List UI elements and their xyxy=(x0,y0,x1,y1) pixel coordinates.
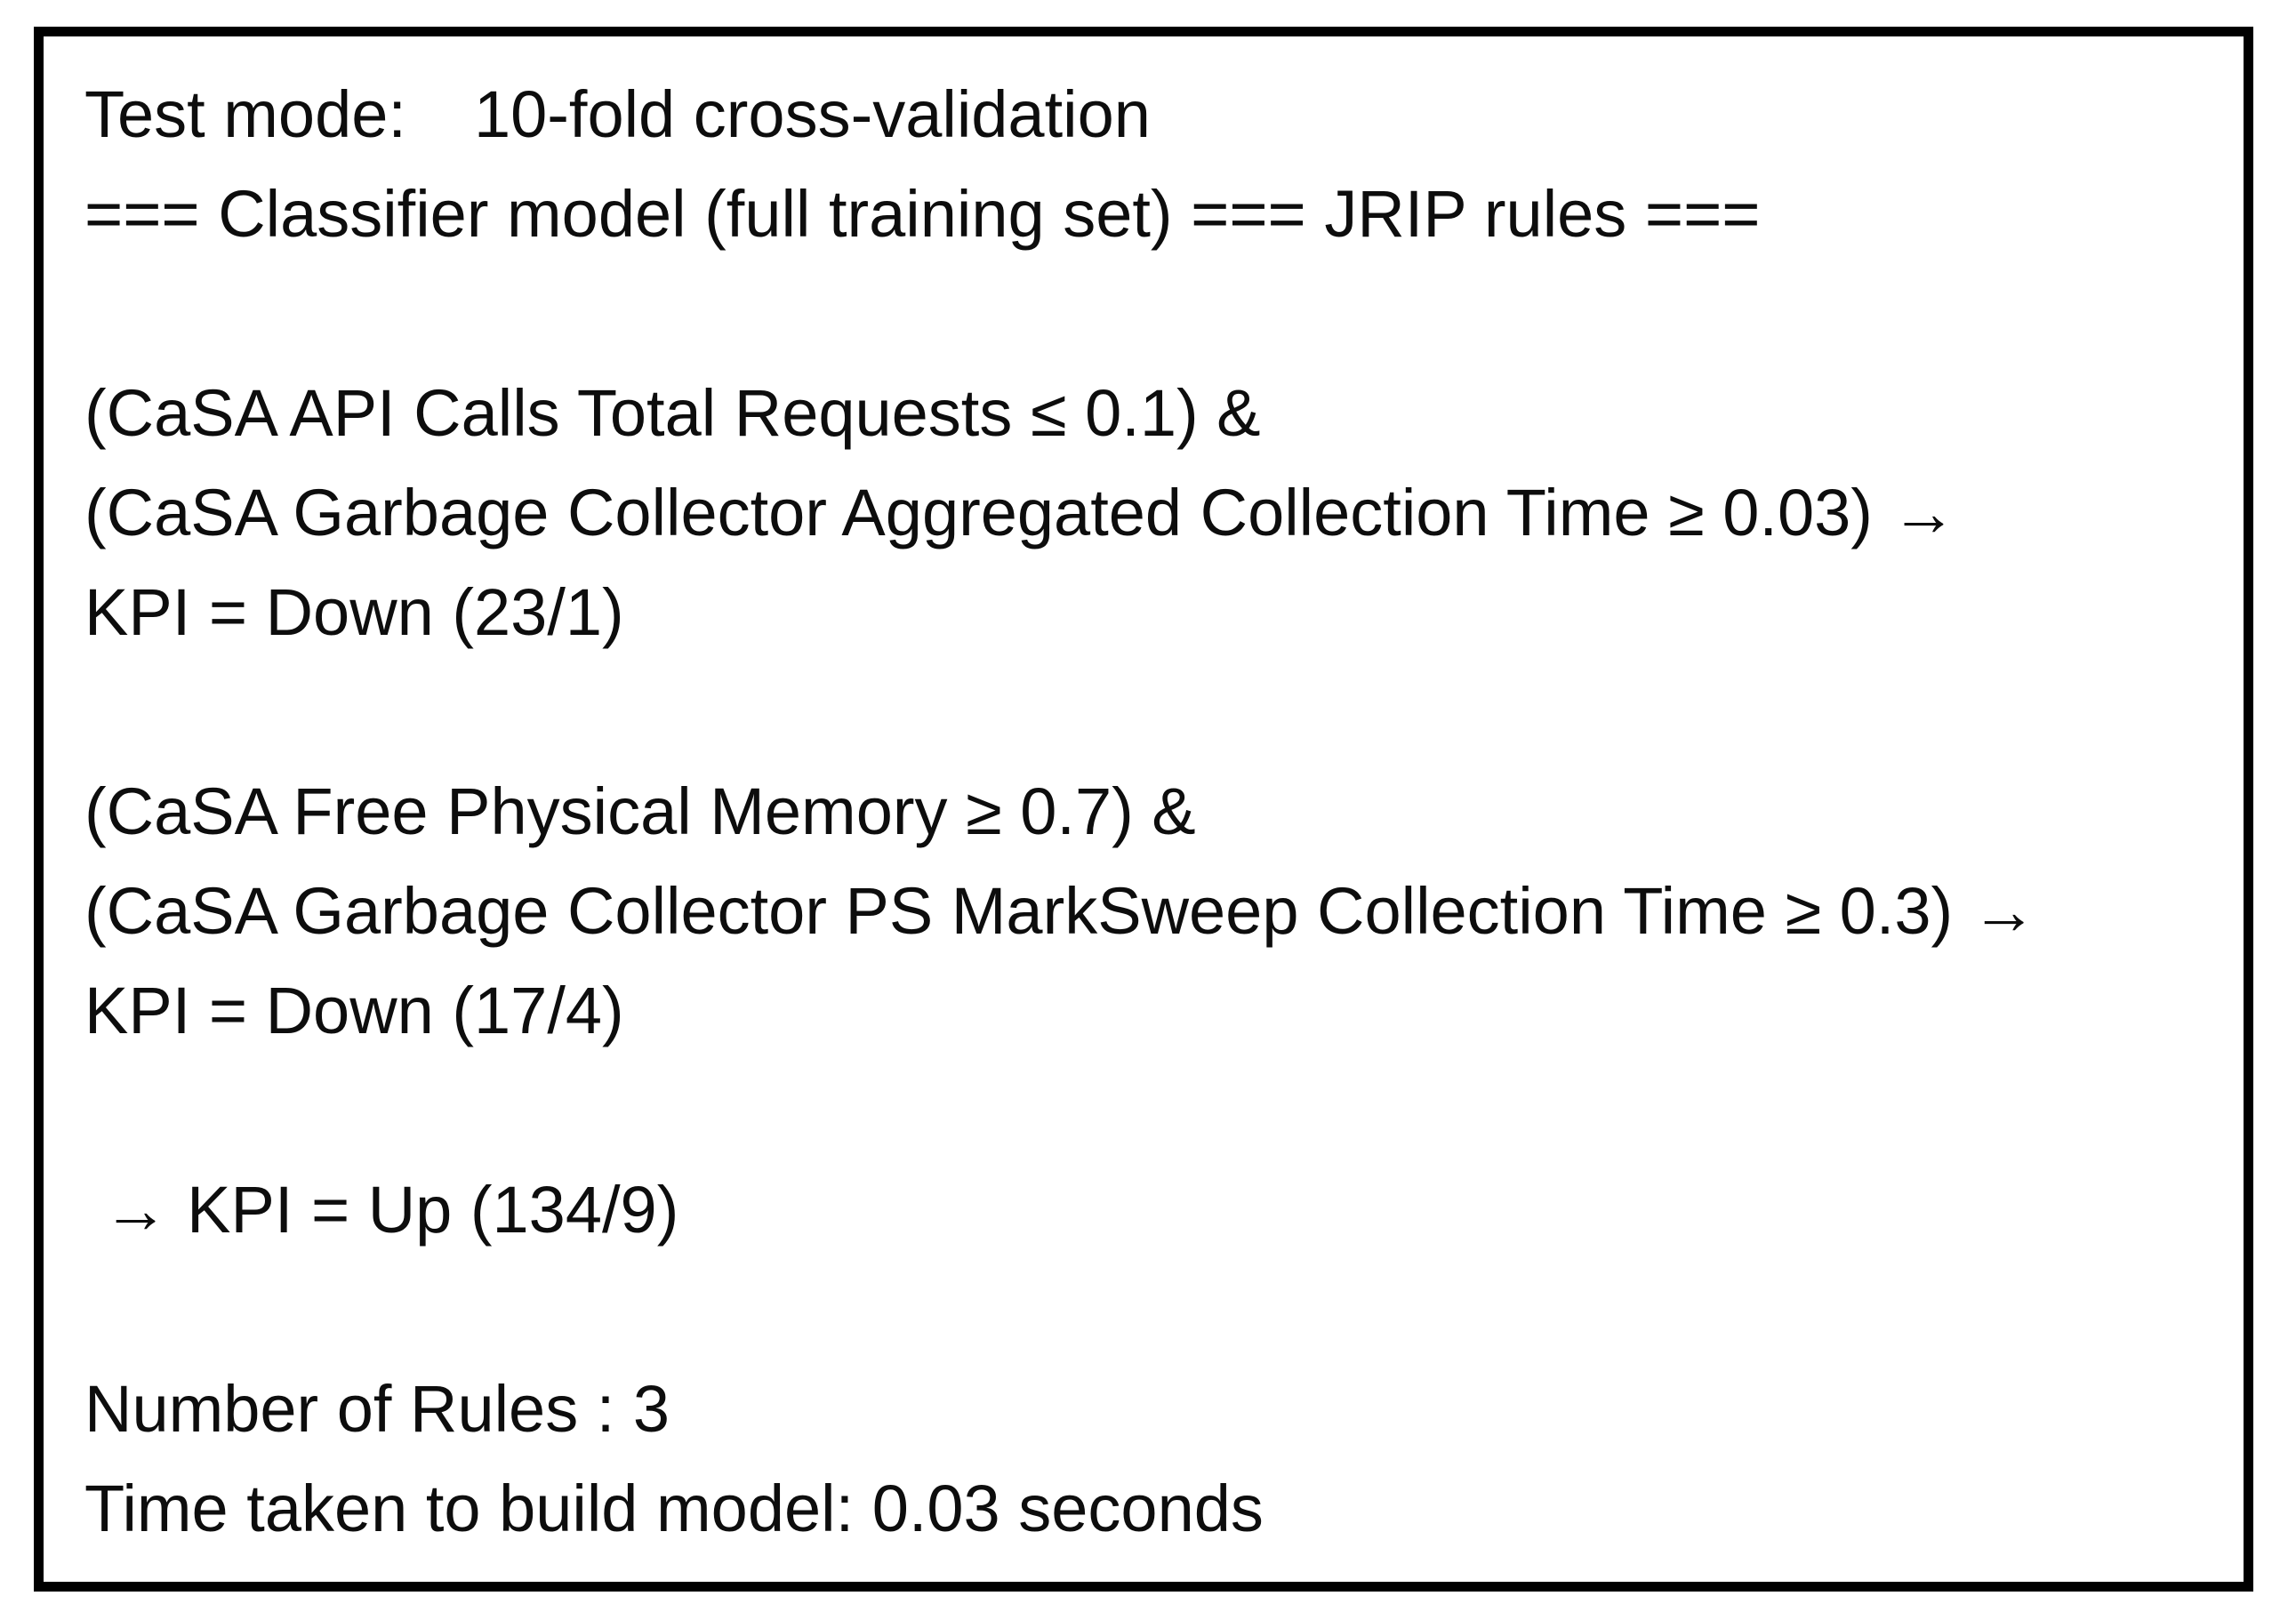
rule-1-condition-2: (CaSA Garbage Collector Aggregated Colle… xyxy=(84,476,1957,549)
classifier-banner: === Classifier model (full training set)… xyxy=(84,177,1761,251)
spacer xyxy=(84,662,2212,762)
rule-2-condition-1: (CaSA Free Physical Memory ≥ 0.7) & xyxy=(84,774,1196,848)
rule-1-condition-1: (CaSA API Calls Total Requests ≤ 0.1) & xyxy=(84,376,1261,450)
spacer xyxy=(84,264,2212,364)
rule-1-consequent: KPI = Down (23/1) xyxy=(84,575,624,649)
test-mode-label: Test mode: xyxy=(84,77,406,151)
rule-3-default: → KPI = Up (134/9) xyxy=(84,1173,679,1247)
spacer xyxy=(84,1260,2212,1359)
build-time-line: Time taken to build model: 0.03 seconds xyxy=(84,1472,1264,1545)
rules-count-line: Number of Rules : 3 xyxy=(84,1372,670,1446)
rule-2-condition-2: (CaSA Garbage Collector PS MarkSweep Col… xyxy=(84,874,2037,948)
rule-2-consequent: KPI = Down (17/4) xyxy=(84,974,624,1047)
test-mode-value: 10-fold cross-validation xyxy=(473,77,1151,151)
spacer xyxy=(84,1061,2212,1160)
classifier-output-panel: Test mode: 10-fold cross-validation === C… xyxy=(34,27,2253,1592)
test-mode-line: Test mode: 10-fold cross-validation xyxy=(84,65,2212,164)
